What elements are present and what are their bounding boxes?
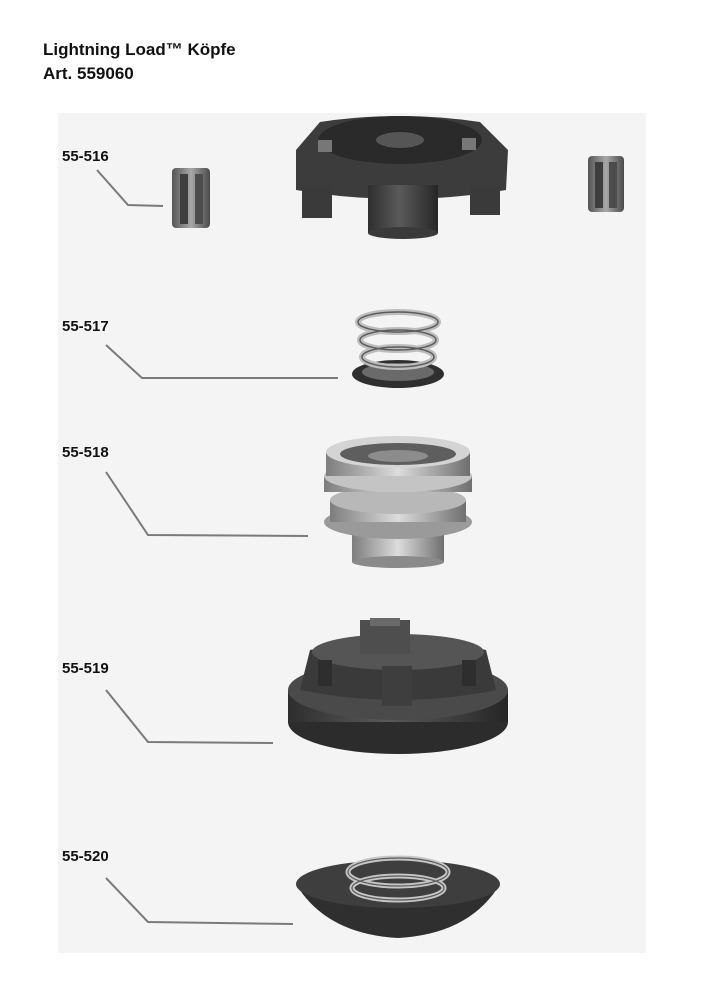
leader-lines	[96, 169, 338, 925]
part-55-516-clip-right	[588, 156, 624, 212]
part-label-55-520: 55-520	[62, 848, 109, 865]
part-label-55-519: 55-519	[62, 660, 109, 677]
part-label-55-517: 55-517	[62, 318, 109, 335]
part-label-55-516: 55-516	[62, 148, 109, 165]
part-55-516-top-cap	[296, 116, 508, 239]
part-55-517-spring	[352, 309, 444, 388]
part-55-518-spool	[324, 436, 472, 568]
leader-line-55-519	[105, 689, 274, 744]
part-55-519-housing	[288, 618, 508, 754]
part-label-55-518: 55-518	[62, 444, 109, 461]
leader-line-55-516	[96, 169, 164, 207]
part-55-520-bump-knob	[296, 855, 500, 938]
article-number: Art. 559060	[43, 64, 134, 83]
leader-line-55-518	[105, 471, 309, 537]
leader-line-55-517	[105, 344, 338, 379]
part-55-516-clip-left	[172, 168, 210, 228]
page-title: Lightning Load™ Köpfe	[43, 40, 236, 59]
leader-line-55-520	[105, 877, 294, 925]
